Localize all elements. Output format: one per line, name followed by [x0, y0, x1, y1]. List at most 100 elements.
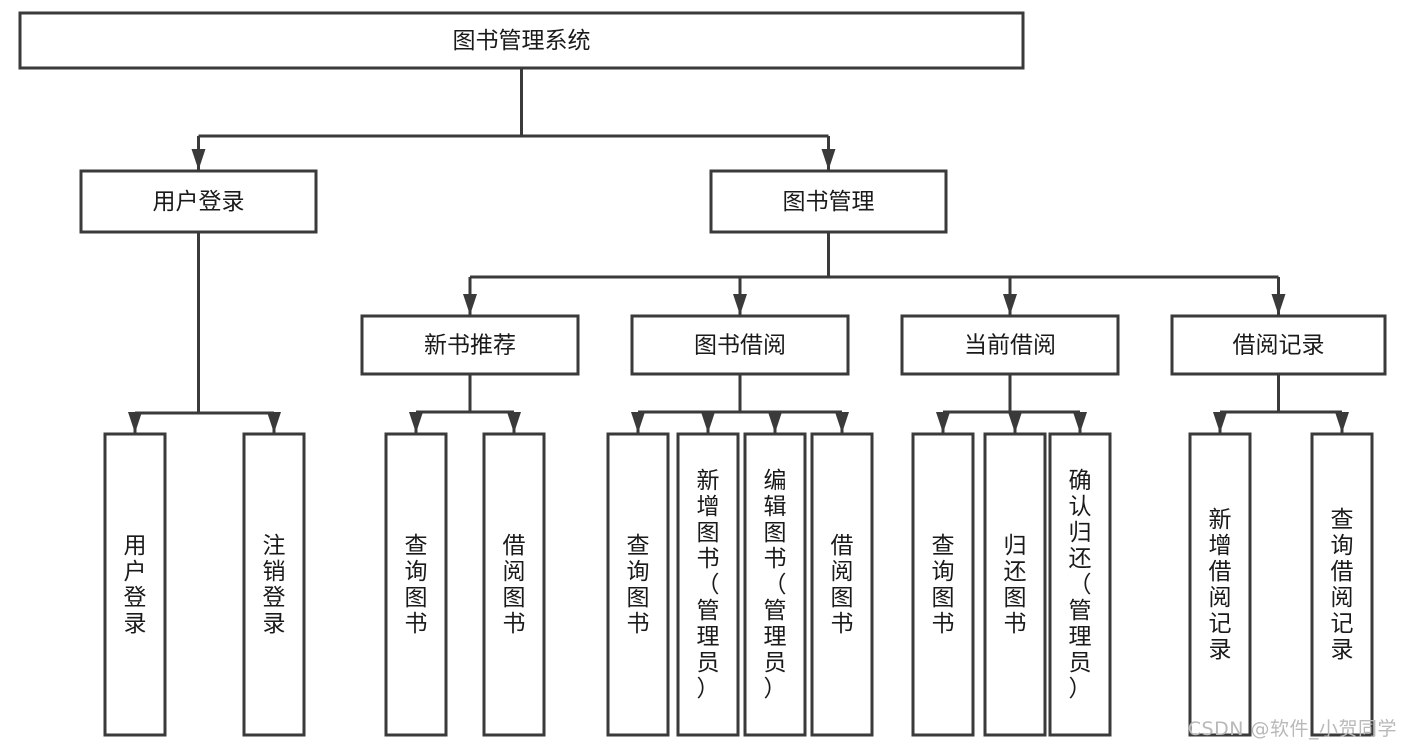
arrow-head-icon [631, 412, 645, 433]
arrow-head-icon [768, 412, 782, 433]
node-label-char: 登 [124, 585, 147, 611]
node-label-char: 书 [1004, 611, 1027, 637]
node-label: 新书推荐 [424, 333, 516, 359]
node-label-char: 编 [764, 468, 787, 494]
node-label-char: 确 [1069, 468, 1092, 494]
node-box [709, 169, 948, 234]
node-box [1170, 314, 1387, 376]
node-level3-2[interactable]: 当前借阅 [900, 314, 1120, 376]
node-layer: 图书管理系统用户登录图书管理新书推荐图书借阅当前借阅借阅记录用户登录注销登录查询… [18, 11, 1387, 737]
node-label-char: 注 [263, 533, 286, 559]
node-label-char: 用 [124, 533, 147, 559]
node-label-char: 员 [697, 650, 720, 676]
node-label-char: 书 [831, 611, 854, 637]
node-label-char: 理 [1069, 624, 1092, 650]
node-label: 图书管理系统 [453, 28, 591, 54]
node-box [900, 314, 1120, 376]
node-label-char: 阅 [1209, 585, 1232, 611]
arrow-head-icon [1335, 412, 1349, 433]
node-level3-1[interactable]: 图书借阅 [630, 314, 850, 376]
node-box [743, 432, 807, 737]
node-label-char: 图 [932, 585, 955, 611]
node-box [676, 432, 740, 737]
node-label-char: 录 [1331, 637, 1354, 663]
node-box [360, 314, 580, 376]
node-label-char: 阅 [1331, 585, 1354, 611]
node-label-char: 录 [263, 611, 286, 637]
node-label-char: 增 [1209, 533, 1232, 559]
node-label-char: 录 [124, 611, 147, 637]
node-label-char: 借 [503, 533, 526, 559]
node-label-char: 户 [124, 559, 147, 585]
node-level2-1[interactable]: 图书管理 [709, 169, 948, 234]
node-label-char: 归 [1069, 520, 1092, 546]
node-label-char: 理 [697, 624, 720, 650]
node-box [18, 11, 1025, 70]
connector-layer [128, 68, 1349, 433]
node-label-char: 员 [764, 650, 787, 676]
node-label-char: 图 [1004, 585, 1027, 611]
node-label-char: 阅 [503, 559, 526, 585]
node-label: 图书管理 [783, 189, 875, 215]
node-label-char: 询 [405, 559, 428, 585]
node-label-char: 新 [697, 468, 720, 494]
node-level3-0[interactable]: 新书推荐 [360, 314, 580, 376]
node-box [384, 432, 448, 737]
node-label-char: 认 [1069, 494, 1092, 520]
node-label-char: 书 [627, 611, 650, 637]
node-leaf-0[interactable]: 用户登录 [103, 432, 167, 737]
node-label-char: 理 [764, 624, 787, 650]
node-label-char: （ [764, 572, 787, 598]
node-label: 当前借阅 [964, 333, 1056, 359]
node-level3-3[interactable]: 借阅记录 [1170, 314, 1387, 376]
node-box [810, 432, 874, 737]
node-label-char: 查 [932, 533, 955, 559]
node-level2-0[interactable]: 用户登录 [79, 169, 318, 234]
node-label-char: ） [697, 676, 720, 702]
node-box [1048, 432, 1112, 737]
node-label-char: 销 [263, 559, 286, 585]
node-label: 图书借阅 [694, 333, 786, 359]
node-box [606, 432, 670, 737]
arrow-head-icon [1213, 412, 1227, 433]
node-label-char: 借 [831, 533, 854, 559]
arrow-head-icon [128, 412, 142, 433]
node-label-char: 图 [764, 520, 787, 546]
node-label-char: 查 [627, 533, 650, 559]
node-label-char: 记 [1209, 611, 1232, 637]
node-box [1188, 432, 1252, 737]
node-label-char: 管 [764, 598, 787, 624]
arrow-head-icon [733, 294, 747, 315]
node-root[interactable]: 图书管理系统 [18, 11, 1025, 70]
node-label-char: 增 [697, 494, 720, 520]
arrow-head-icon [701, 412, 715, 433]
arrow-head-icon [1271, 294, 1286, 315]
node-label-char: 还 [1069, 546, 1092, 572]
node-label: 借阅记录 [1233, 333, 1325, 359]
arrow-head-icon [1073, 412, 1087, 433]
node-label-char: 书 [697, 546, 720, 572]
node-label-char: 图 [697, 520, 720, 546]
node-label-char: 图 [627, 585, 650, 611]
node-label-char: 员 [1069, 650, 1092, 676]
node-label-char: 管 [697, 598, 720, 624]
node-box [79, 169, 318, 234]
node-label: 用户登录 [153, 189, 245, 215]
node-label-char: 询 [627, 559, 650, 585]
arrow-head-icon [267, 412, 281, 433]
node-label-char: 借 [1331, 559, 1354, 585]
node-label-char: 图 [405, 585, 428, 611]
